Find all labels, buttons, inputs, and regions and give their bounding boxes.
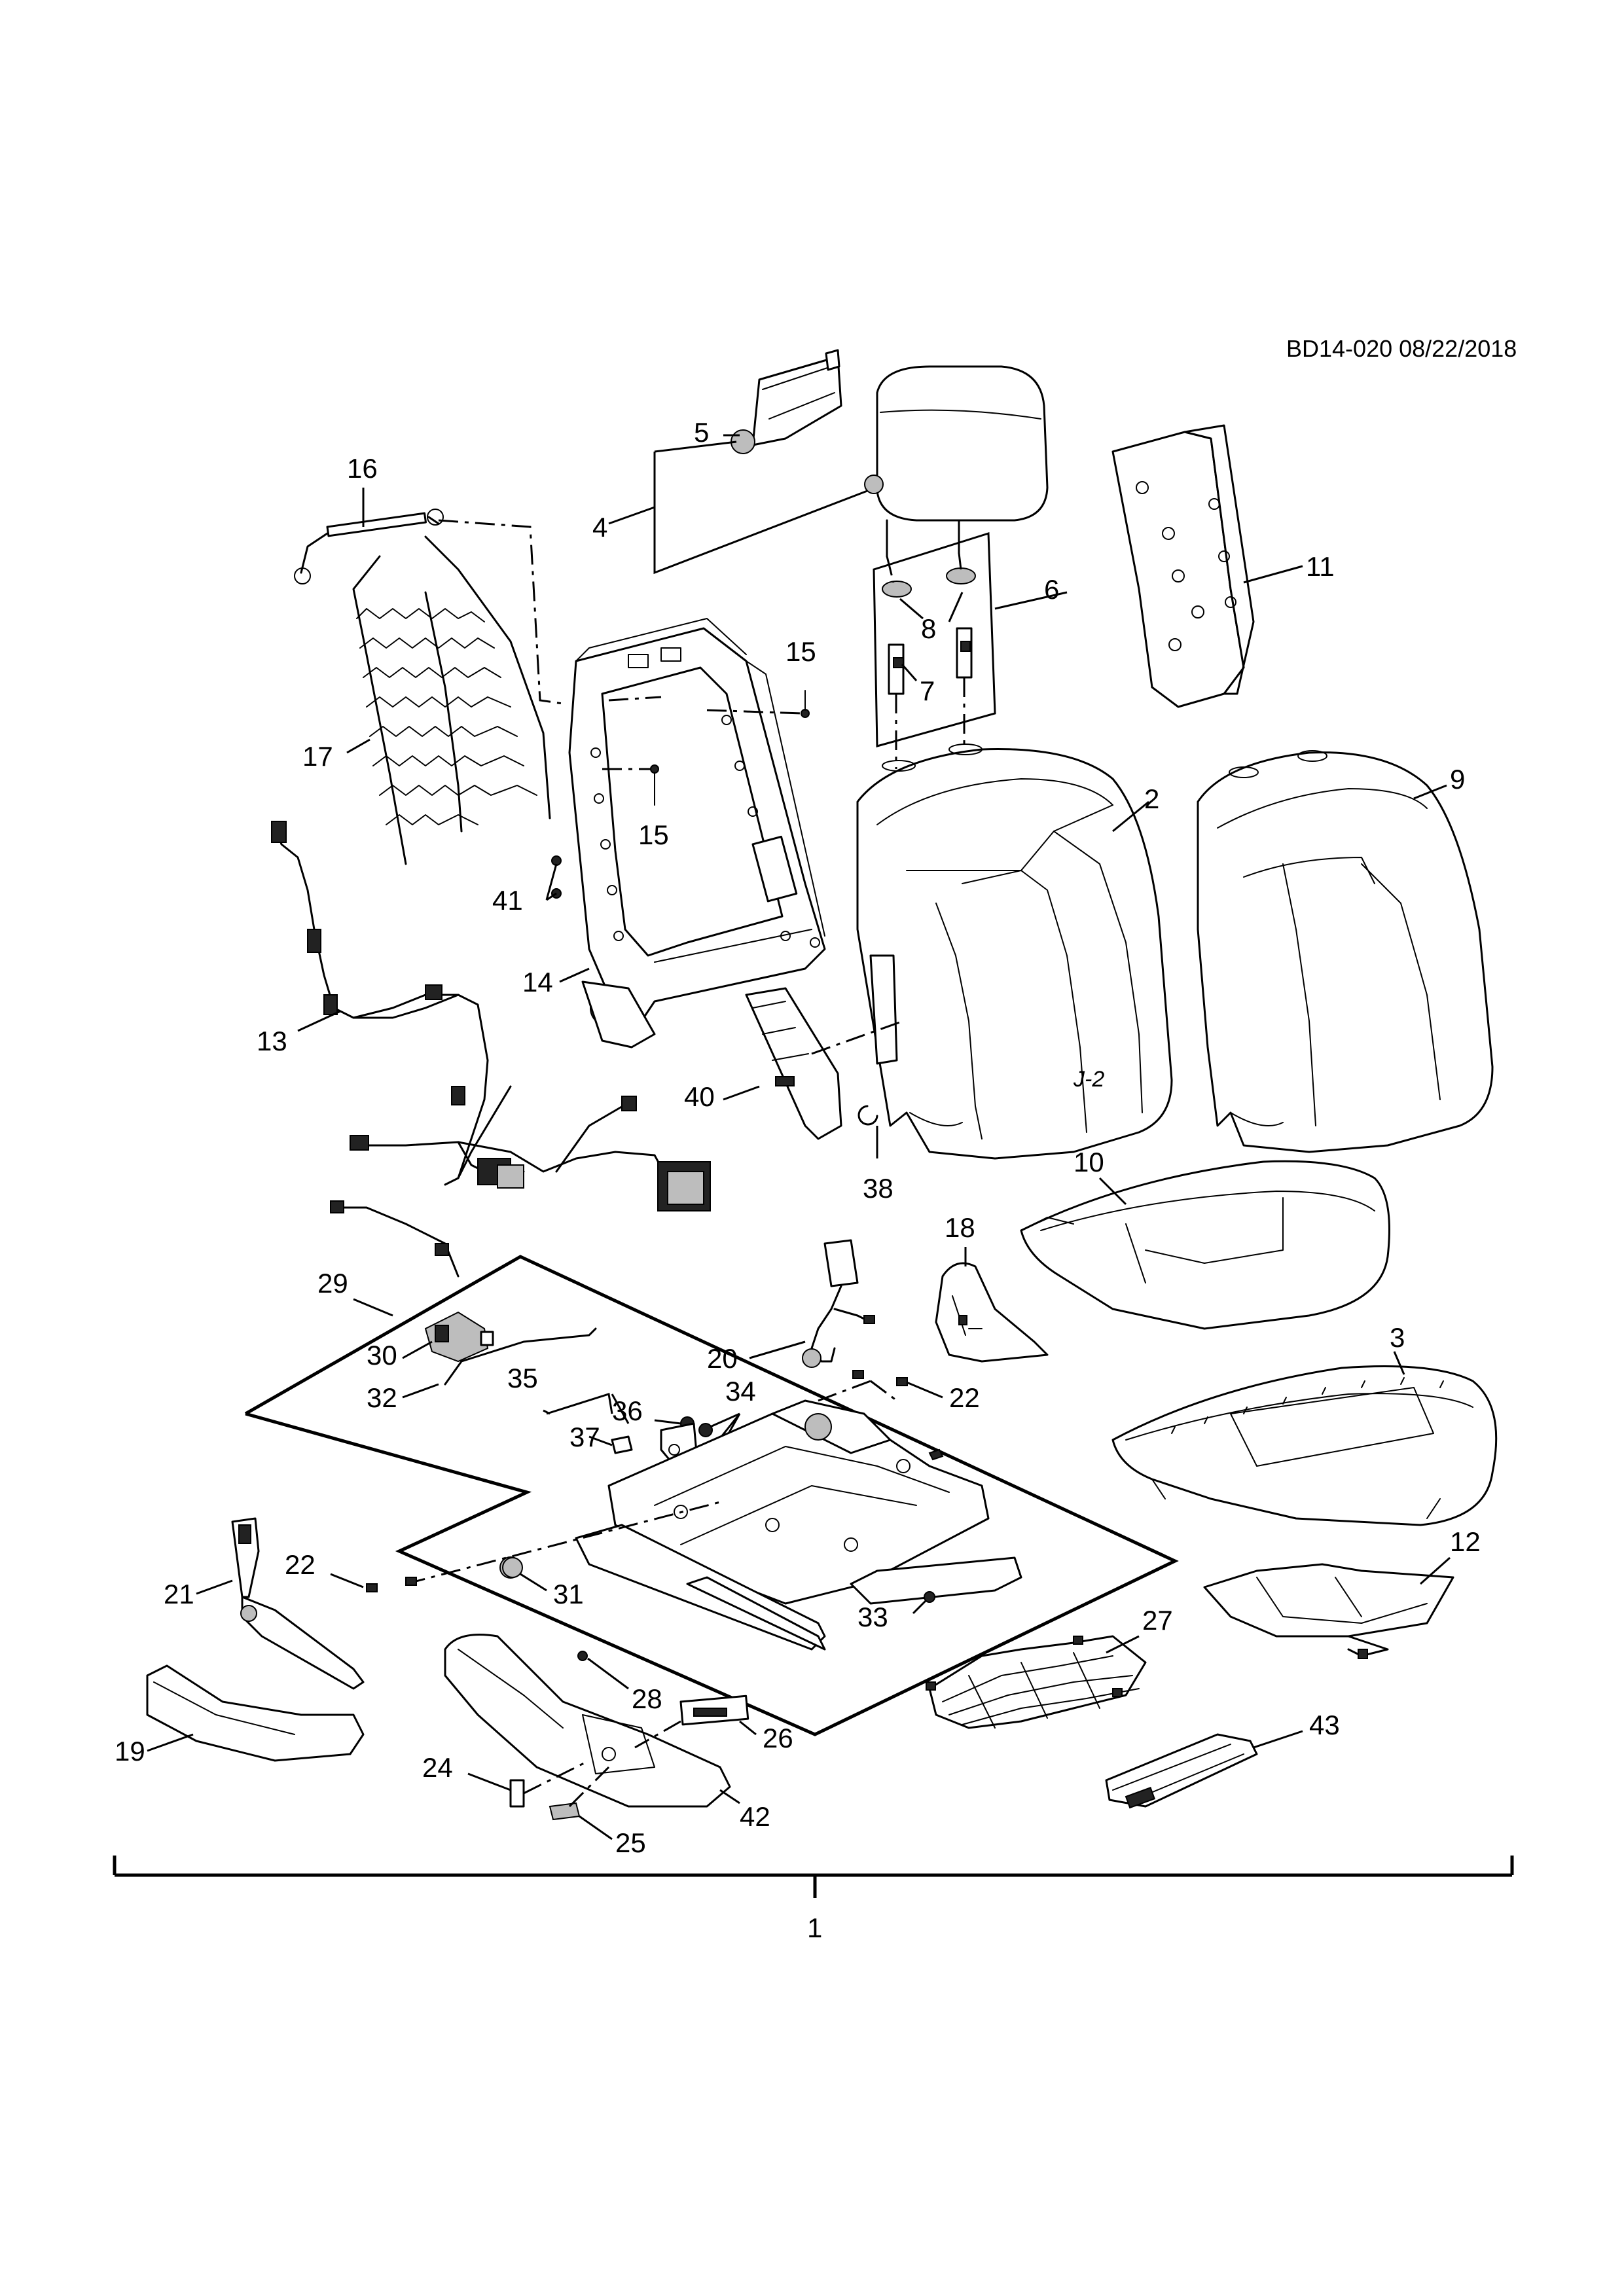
- callout-26: 26: [763, 1723, 793, 1753]
- callout-11: 11: [1306, 551, 1335, 582]
- part-11-seatback-panel: [1111, 424, 1255, 708]
- callout-22a: 22: [949, 1382, 980, 1413]
- callout-2: 2: [1144, 783, 1159, 814]
- callout-36: 36: [612, 1395, 643, 1426]
- part-10-seat-cushion-cover: [1020, 1160, 1390, 1330]
- callout-15b: 15: [638, 819, 669, 850]
- part-40-side-module: [745, 987, 842, 1140]
- diagram-reference: BD14-020 08/22/2018: [1286, 335, 1517, 362]
- callout-29: 29: [317, 1268, 348, 1299]
- assembly-bracket: [113, 1856, 1514, 1898]
- part-21-anchor: [231, 1517, 365, 1690]
- callout-20: 20: [707, 1343, 738, 1374]
- part-30-motor: [424, 1311, 494, 1363]
- callout-41: 41: [492, 885, 523, 916]
- part-19-outer-trim: [146, 1664, 365, 1762]
- callout-9: 9: [1450, 764, 1465, 795]
- callout-30: 30: [367, 1340, 397, 1371]
- callout-8: 8: [921, 613, 936, 644]
- callout-27: 27: [1142, 1605, 1173, 1636]
- part-18-trim: [935, 1262, 1049, 1363]
- callout-6: 6: [1044, 574, 1059, 605]
- part-4-headrest: [864, 365, 1049, 558]
- callout-35: 35: [507, 1363, 538, 1393]
- callout-18: 18: [945, 1212, 975, 1243]
- part-26-switch: [679, 1695, 749, 1726]
- seat-adjuster-frame: [499, 1399, 1022, 1651]
- callout-38: 38: [863, 1173, 893, 1204]
- part-43-track: [1105, 1733, 1258, 1809]
- callout-34: 34: [725, 1376, 756, 1407]
- part-5-headrest-bracket: [731, 349, 842, 454]
- part-17-spring-mat: [352, 535, 551, 865]
- callout-15a: 15: [785, 636, 816, 667]
- part-9-seatback-cushion: [1197, 750, 1494, 1153]
- callout-22b: 22: [285, 1549, 316, 1580]
- part-12-heater: [1203, 1563, 1454, 1659]
- callout-33: 33: [857, 1602, 888, 1632]
- part-38-ring: [857, 1105, 878, 1126]
- part-16-rod: [294, 509, 444, 584]
- callout-1: 1: [807, 1912, 822, 1943]
- part-20-buckle: [802, 1239, 875, 1368]
- callout-28: 28: [632, 1683, 662, 1714]
- part-31-grommet: [502, 1557, 523, 1578]
- callout-19: 19: [115, 1736, 145, 1767]
- svg-text:J-2: J-2: [1073, 1067, 1104, 1092]
- part-13-wiring-harness: [271, 821, 711, 1278]
- callout-14: 14: [522, 967, 553, 997]
- part-2-seatback-cover: J-2: [856, 744, 1173, 1160]
- part-42-side-panel: [444, 1634, 731, 1808]
- part-33-bolt: [924, 1591, 935, 1603]
- callout-24: 24: [422, 1752, 453, 1783]
- callout-10: 10: [1074, 1147, 1104, 1177]
- part-3-seat-cushion: [1111, 1365, 1498, 1526]
- part-22-bolts: [366, 1370, 908, 1592]
- callout-13: 13: [257, 1026, 287, 1056]
- part-27-seat-suspension: [926, 1635, 1147, 1729]
- callout-16: 16: [347, 453, 378, 484]
- callout-21: 21: [164, 1579, 194, 1609]
- part-15-fasteners: [650, 690, 810, 806]
- callout-32: 32: [367, 1382, 397, 1413]
- callout-5: 5: [694, 417, 709, 448]
- part-28-clip: [577, 1651, 588, 1661]
- part-32-rod: [444, 1327, 597, 1386]
- callout-4: 4: [592, 512, 607, 543]
- callout-25: 25: [615, 1827, 646, 1858]
- callout-3: 3: [1390, 1322, 1405, 1353]
- callout-7: 7: [920, 675, 935, 706]
- callout-12: 12: [1450, 1526, 1481, 1557]
- callout-37: 37: [569, 1422, 600, 1452]
- part-29-adjuster-boundary: [244, 1255, 1179, 1736]
- callout-31: 31: [553, 1579, 584, 1609]
- callout-42: 42: [740, 1801, 770, 1832]
- part-25-knob: [549, 1802, 581, 1821]
- part-6-headrest-guides: [873, 531, 996, 769]
- callout-40: 40: [684, 1081, 715, 1112]
- callout-labels: 1 2 3 4 5 6 7 8 9 10 11 12 13 14 15 15 1…: [115, 417, 1481, 1943]
- callout-17: 17: [302, 741, 333, 772]
- callout-43: 43: [1309, 1710, 1340, 1740]
- part-14-seatback-frame: [568, 618, 826, 1049]
- part-24-knob: [509, 1779, 525, 1808]
